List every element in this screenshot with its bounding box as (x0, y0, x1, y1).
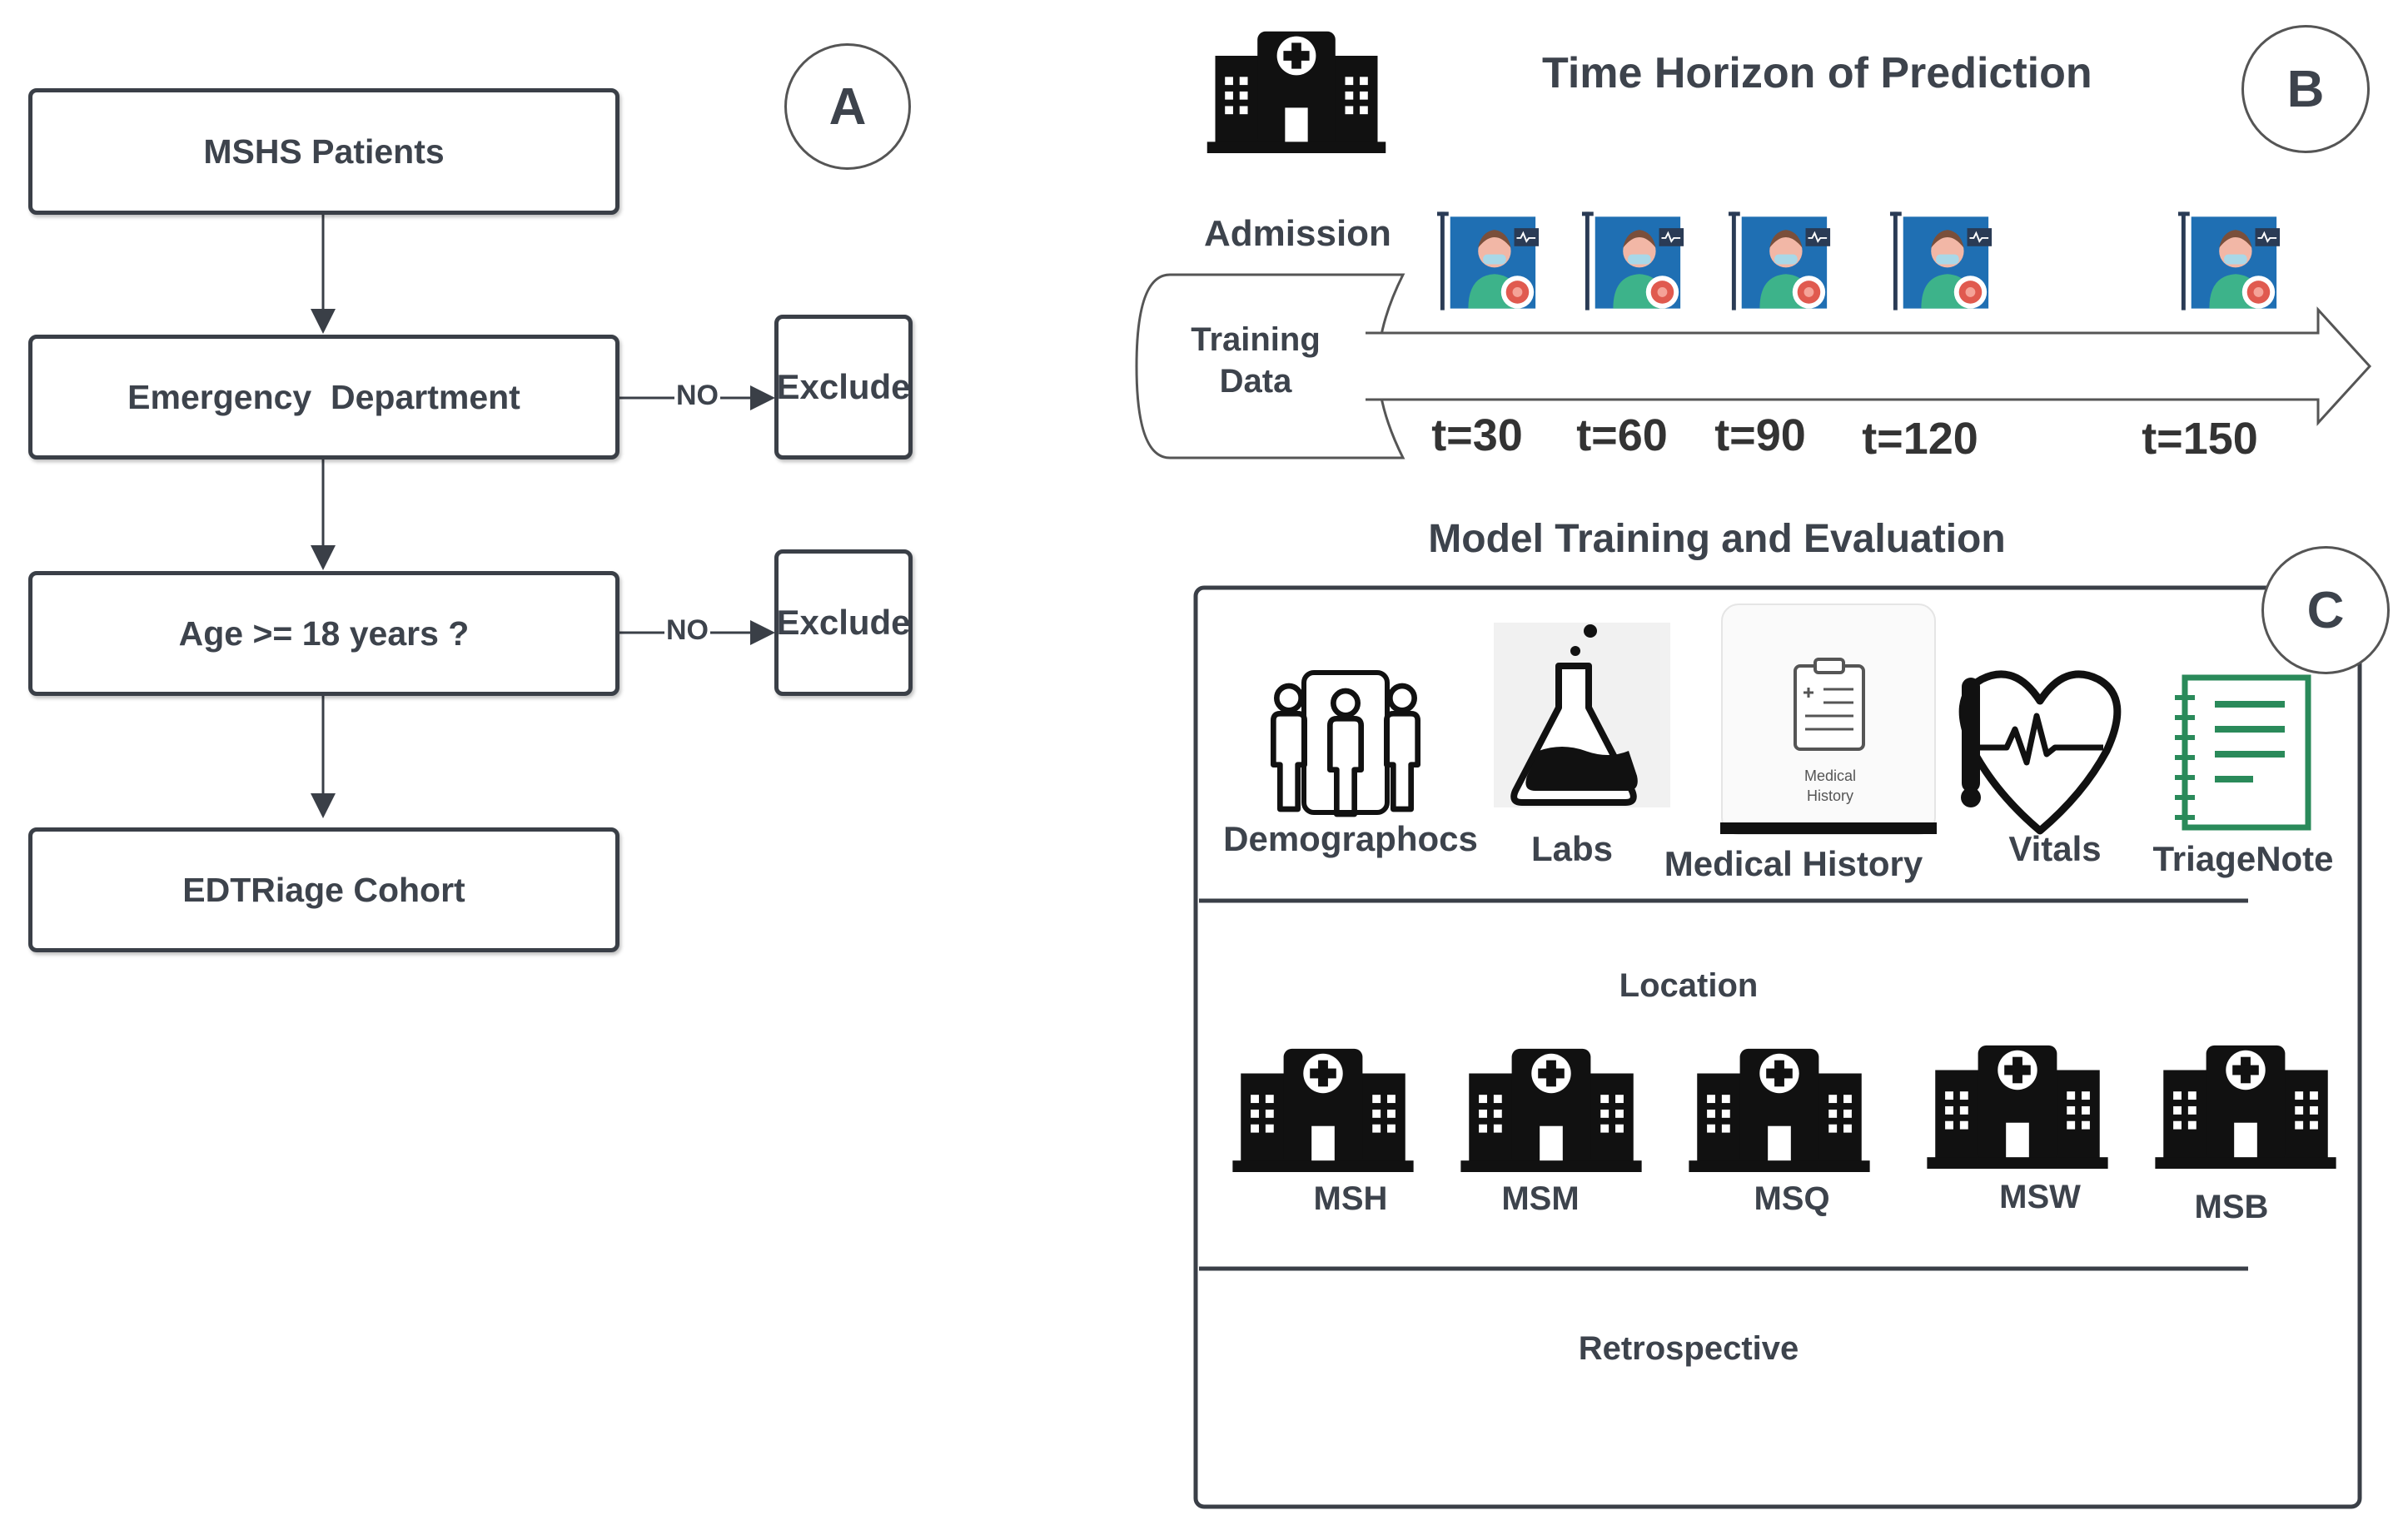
admission-label: Admission (1204, 213, 1391, 254)
medical-history-card-text-2: History (1806, 787, 1854, 804)
medical-history-card-text-1: Medical (1804, 768, 1857, 784)
emergency-department-box: Emergency Department (28, 335, 619, 460)
hospital-icon (1927, 1045, 2108, 1169)
time-point-t120: t=120 (1862, 414, 1978, 464)
patient-icon (1580, 211, 1685, 311)
retrospective-label: Retrospective (1578, 1330, 1799, 1367)
training-data-label-2: Data (1219, 363, 1292, 400)
time-horizon-title: Time Horizon of Prediction (1542, 49, 2092, 97)
category-labs: Labs (1530, 829, 1614, 868)
hospital-icon (1206, 31, 1386, 153)
mshs-patients-box: MSHS Patients (28, 88, 619, 215)
hospital-icon (1232, 1048, 1414, 1172)
patient-icon (1435, 211, 1540, 311)
category-triage-note: TriageNote (2152, 839, 2334, 878)
edtriage-cohort-box: EDTRiage Cohort (28, 827, 619, 952)
age-check-box: Age >= 18 years ? (28, 571, 619, 696)
hospital-icon (1460, 1048, 1642, 1172)
category-vitals: Vitals (2008, 829, 2102, 868)
heart-vitals-icon (1958, 670, 2122, 835)
clipboard-icon (1720, 604, 1937, 835)
location-msw: MSW (1999, 1179, 2081, 1215)
patient-icon (1888, 211, 1993, 311)
panel-b-label: B (2241, 25, 2370, 153)
notebook-icon (2175, 674, 2311, 831)
demographics-icon (1273, 670, 1417, 814)
exclude-box-1: Exclude (774, 315, 913, 460)
exclude-box-2: Exclude (774, 549, 913, 696)
location-msq: MSQ (1754, 1180, 1830, 1217)
location-title: Location (1619, 967, 1759, 1004)
patient-icon (2177, 211, 2281, 311)
time-point-t150: t=150 (2142, 414, 2258, 464)
no-label-1: NO (674, 380, 720, 412)
no-label-2: NO (664, 614, 710, 647)
location-msm: MSM (1501, 1180, 1580, 1217)
category-medical-history: Medical History (1664, 844, 1923, 883)
panel-c-label: C (2261, 546, 2390, 674)
panel-a-label: A (784, 43, 911, 170)
time-point-t90: t=90 (1714, 410, 1806, 460)
hospital-icon (2155, 1045, 2336, 1169)
timeline-arrow (1366, 306, 2372, 426)
patient-icon (1727, 211, 1832, 311)
training-data-label-1: Training (1191, 321, 1321, 358)
flask-icon (1494, 623, 1670, 807)
hospital-icon (1689, 1048, 1870, 1172)
panel-c-frame (1193, 585, 2362, 1509)
time-point-t60: t=60 (1576, 410, 1668, 460)
category-demographics: Demographocs (1223, 819, 1478, 858)
time-point-t30: t=30 (1431, 410, 1523, 460)
model-training-title: Model Training and Evaluation (1428, 517, 2006, 561)
location-msh: MSH (1313, 1180, 1388, 1217)
location-msb: MSB (2194, 1189, 2269, 1225)
